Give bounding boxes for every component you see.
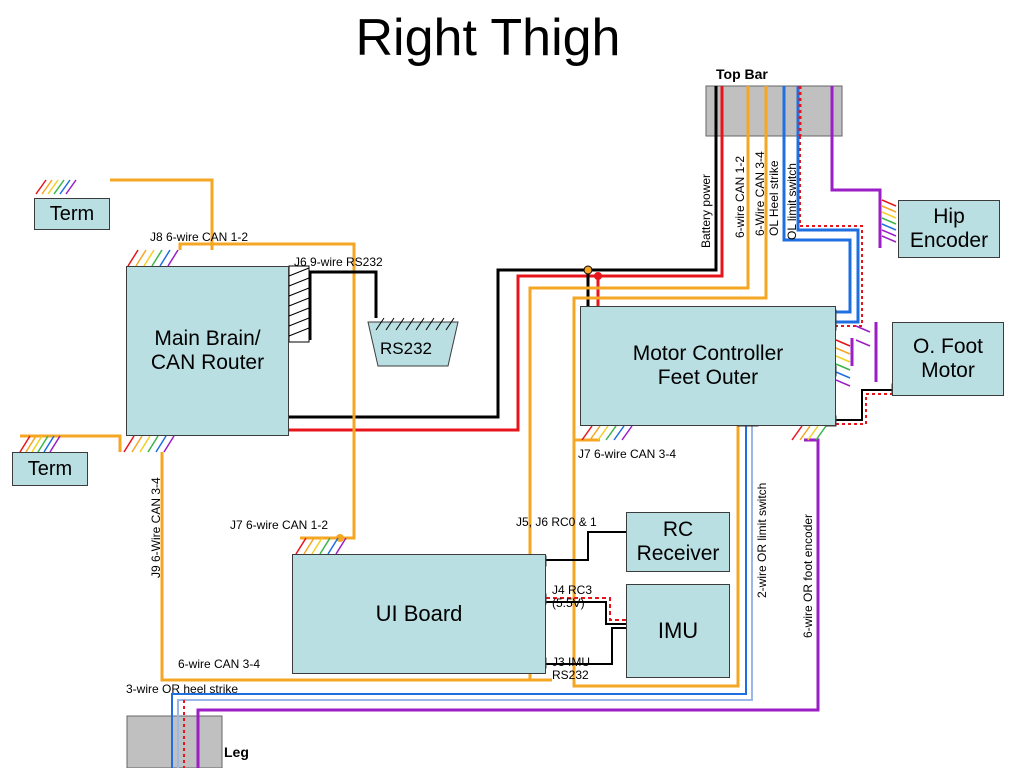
j6-label: J6 9-wire RS232 bbox=[294, 255, 383, 269]
j3-label: J3 IMU RS232 bbox=[552, 655, 591, 682]
can34-bottom-label: 6-wire CAN 3-4 bbox=[178, 657, 261, 671]
leg-block bbox=[126, 715, 223, 768]
foot-motor-box: O. Foot Motor bbox=[892, 322, 1004, 396]
or-limit-switch-label: 2-wire OR limit switch bbox=[755, 482, 769, 598]
rs232-plug-label: RS232 bbox=[380, 339, 432, 358]
ui-board-box: UI Board bbox=[292, 554, 546, 674]
or-foot-encoder-label: 6-wire OR foot encoder bbox=[801, 513, 815, 638]
can12-6wire-label: 6-wire CAN 1-2 bbox=[733, 155, 747, 238]
term-bottom-box: Term bbox=[12, 452, 88, 486]
rc3-ground-wire bbox=[546, 601, 626, 625]
ground-junction-dot bbox=[583, 265, 593, 275]
or-foot-encoder-wire bbox=[196, 438, 820, 768]
rs232-connector bbox=[288, 265, 310, 343]
main-brain-box: Main Brain/ CAN Router bbox=[126, 266, 289, 436]
j7-ui-label: J7 6-wire CAN 1-2 bbox=[230, 518, 329, 532]
hip-encoder-box: Hip Encoder bbox=[898, 200, 1000, 258]
rs232-plug bbox=[367, 321, 459, 367]
battery-power-label: Battery power bbox=[699, 173, 713, 248]
foot-motor-encoder-wire bbox=[836, 389, 894, 421]
j8-label: J8 6-wire CAN 1-2 bbox=[150, 230, 249, 244]
can12-topbar-wire bbox=[528, 136, 750, 682]
j9-label: J9 6-Wire CAN 3-4 bbox=[149, 477, 163, 578]
ol-heel-strike-label: OL Heel strike bbox=[767, 160, 781, 236]
top-bar-wires bbox=[714, 86, 834, 136]
j9-can-wire bbox=[160, 452, 530, 682]
ui-can-junction-dot bbox=[336, 534, 344, 542]
foot-motor-encoder-red bbox=[836, 393, 894, 425]
ol-limit-switch-wire bbox=[782, 136, 852, 314]
hip-encoder-wire bbox=[830, 136, 882, 248]
rs232-plug-hatch bbox=[375, 317, 455, 331]
j7-mc-label: J7 6-wire CAN 3-4 bbox=[578, 447, 677, 461]
heel-strike-3wire-label: 3-wire OR heel strike bbox=[126, 682, 239, 696]
power-junction-dot bbox=[594, 272, 602, 280]
ol-heel-strike-wire bbox=[796, 136, 860, 324]
can34-bottom-wire bbox=[572, 426, 740, 688]
rs232-wire bbox=[308, 270, 378, 340]
top-bar-label: Top Bar bbox=[716, 66, 768, 82]
rs232-hatch bbox=[288, 267, 310, 337]
page-title: Right Thigh bbox=[355, 9, 621, 67]
battery-power-wire bbox=[276, 136, 724, 432]
battery-ground-wire bbox=[276, 136, 718, 419]
ribbon-stubs bbox=[19, 179, 897, 555]
leg-label: Leg bbox=[224, 744, 249, 760]
term-top-box: Term bbox=[34, 198, 110, 230]
ol-heel-strike-red bbox=[799, 136, 863, 327]
rc-receiver-box: RC Receiver bbox=[626, 512, 730, 572]
rc3-power-wire bbox=[546, 597, 626, 621]
or-limit-switch-wire bbox=[171, 426, 747, 768]
can34-6wire-label: 6-Wire CAN 3-4 bbox=[753, 151, 767, 236]
imu-rs232-wire bbox=[546, 627, 626, 665]
motor-controller-box: Motor Controller Feet Outer bbox=[580, 306, 836, 426]
j5j6-label: J5, J6 RC0 & 1 bbox=[516, 515, 597, 529]
imu-box: IMU bbox=[626, 584, 730, 678]
ol-limit-switch-label: OL limit switch bbox=[785, 163, 799, 240]
rc-receiver-wire bbox=[546, 531, 626, 561]
j8-can-wire bbox=[110, 178, 214, 250]
top-bar-block bbox=[705, 85, 843, 137]
j4-label: J4 RC3 (5.5V) bbox=[552, 583, 593, 610]
or-limit-switch-wire-2 bbox=[177, 426, 753, 768]
